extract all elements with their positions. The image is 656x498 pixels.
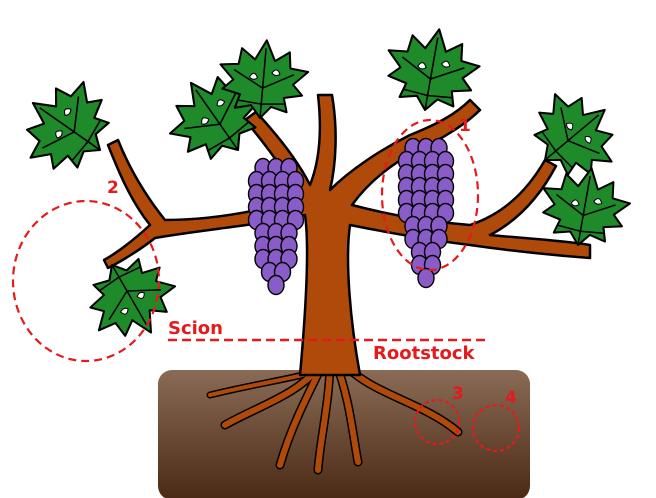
- marker-label-3: 3: [452, 384, 464, 404]
- marker-label-1: 1: [459, 116, 471, 136]
- marker-label-4: 4: [505, 388, 517, 408]
- grape-berry: [268, 276, 284, 295]
- grape-leaf-icon: [6, 65, 126, 188]
- marker-label-2: 2: [107, 178, 119, 198]
- scion-label: Scion: [168, 318, 223, 339]
- grape-berry: [418, 269, 434, 288]
- grape-cluster-icon: [249, 159, 304, 295]
- rootstock-label: Rootstock: [373, 343, 476, 364]
